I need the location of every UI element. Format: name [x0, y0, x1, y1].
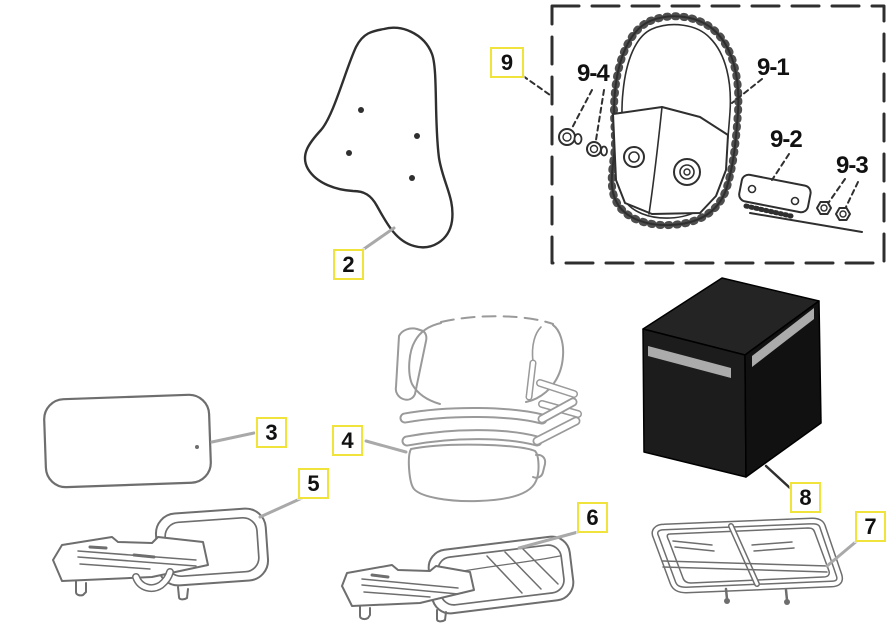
callout-9-3: 9-3 [836, 152, 869, 179]
callout-3: 3 [256, 417, 287, 448]
callout-4: 4 [332, 425, 363, 456]
detail-box-border [550, 4, 886, 265]
detail-leader-lines [522, 75, 859, 208]
leader-part-8 [764, 464, 792, 490]
bracket-drawing [738, 173, 863, 233]
leader-part-6 [517, 530, 580, 550]
callout-9: 9 [490, 47, 524, 78]
nuts-drawing [816, 201, 851, 221]
seat-cushion-drawing [43, 393, 212, 489]
backrest-pad-drawing [303, 26, 454, 249]
callout-8: 8 [790, 482, 821, 513]
leader-part-5 [258, 496, 304, 519]
leader-part-4 [364, 439, 408, 454]
leader-part-2 [359, 226, 396, 253]
callout-9-2: 9-2 [770, 126, 803, 153]
storage-box-drawing [642, 277, 822, 478]
callout-9-1: 9-1 [757, 54, 790, 81]
callout-7: 7 [855, 511, 886, 542]
callout-6: 6 [577, 502, 608, 533]
bolts-drawing [558, 128, 608, 157]
seat-frame-6-drawing [341, 535, 575, 623]
seat-assembly-drawing [394, 315, 582, 503]
rack-frame-7-drawing [651, 517, 844, 605]
callout-9-4: 9-4 [577, 60, 610, 87]
callout-5: 5 [298, 468, 329, 499]
leader-part-3 [210, 431, 256, 444]
backrest-frame-drawing [607, 12, 743, 230]
seat-frame-5-drawing [52, 507, 270, 601]
callout-2: 2 [333, 249, 364, 280]
leader-part-7 [825, 538, 860, 568]
